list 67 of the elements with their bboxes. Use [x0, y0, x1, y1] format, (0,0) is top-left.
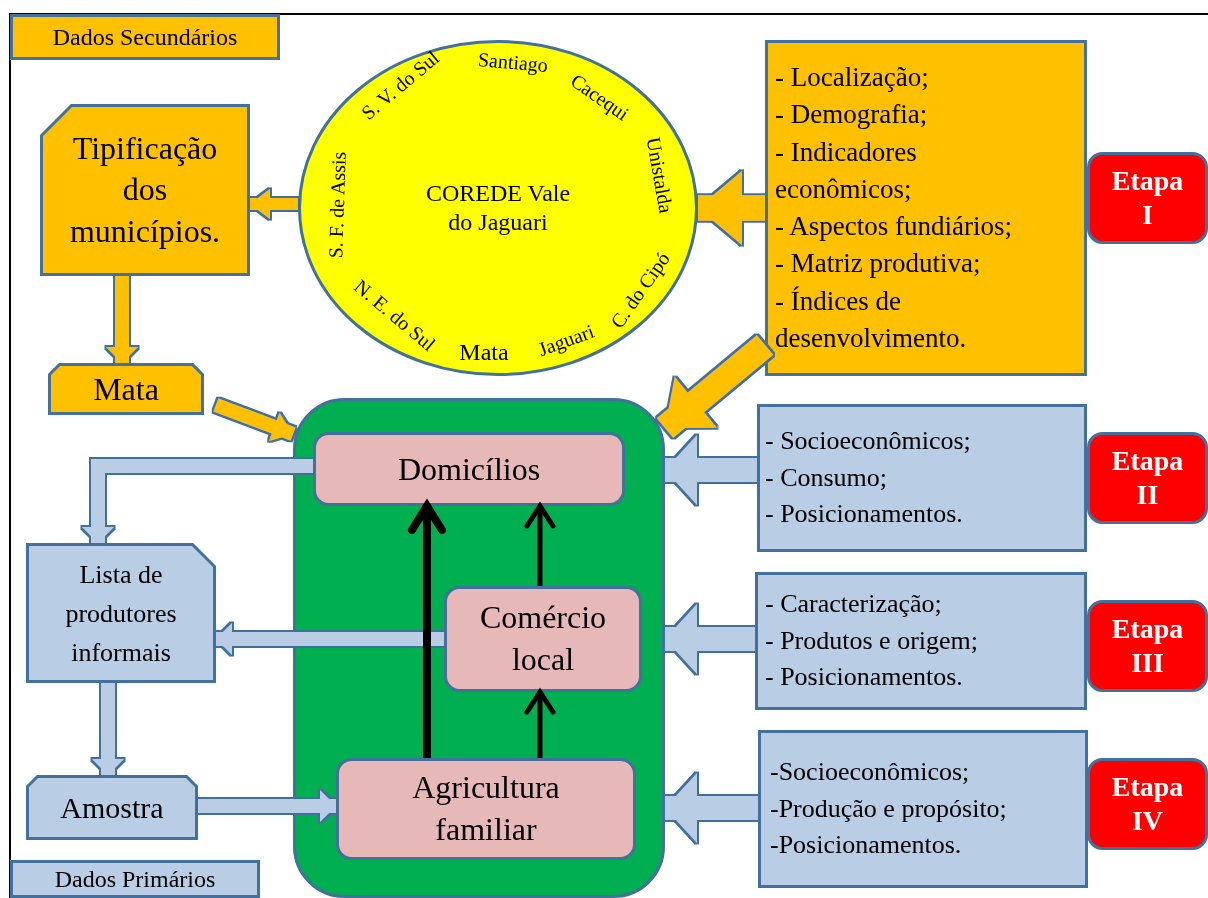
process-box: [336, 758, 636, 860]
section-label: [10, 14, 280, 60]
list-item: - Posicionamentos.: [765, 498, 964, 531]
town-label: S. F. de Assis: [325, 151, 349, 259]
town-label: S. V. do Sul: [357, 47, 443, 123]
node-text: Amostra: [60, 789, 164, 826]
stage-badge: [1087, 152, 1208, 244]
group-container: [293, 398, 665, 898]
node-text: Lista de produtores informais: [64, 558, 178, 669]
list-item: -Produção e propósito;: [770, 792, 1008, 825]
list-item: - Demografia;: [775, 98, 929, 132]
node-text: Domicílios: [397, 449, 541, 489]
list-item: - Produtos e origem;: [765, 624, 980, 657]
node-text: Tipificação dos municípios.: [68, 128, 222, 251]
stage-badge: [1087, 600, 1208, 692]
list-item: -Socioeconômicos;: [770, 756, 971, 789]
process-box: [444, 586, 642, 692]
list-item: - Posicionamentos.: [765, 661, 964, 694]
arrow: [524, 503, 556, 586]
process-box: [313, 432, 625, 506]
list-item: - Matriz produtiva;: [775, 247, 982, 281]
block-arrow: [665, 435, 757, 505]
list-item: - Consumo;: [765, 461, 889, 494]
node-text: Mata: [93, 369, 159, 409]
section-label: [10, 860, 260, 898]
list-item: - Aspectos fundiários;: [775, 210, 1013, 243]
list-box: [758, 730, 1088, 888]
document-box: [26, 543, 216, 683]
list-box: [765, 40, 1087, 376]
list-item: - Índices de desenvolvimento.: [775, 284, 968, 355]
node-text: Etapa I: [1110, 164, 1185, 232]
list-item: -Posicionamentos.: [770, 829, 963, 862]
node-text: Etapa III: [1110, 612, 1185, 680]
node-text: Comércio local: [478, 598, 608, 679]
list-box: [757, 404, 1087, 552]
block-arrow: [698, 171, 765, 245]
node-text: Dados Secundários: [52, 22, 238, 52]
list-item: - Socioeconômicos;: [765, 425, 972, 458]
node-text: COREDE Vale do Jaguari: [424, 179, 572, 237]
list-box: [755, 572, 1087, 710]
block-arrow: [216, 623, 444, 655]
block-arrow: [665, 604, 755, 674]
block-arrow: [198, 790, 336, 822]
stage-badge: [1087, 432, 1208, 524]
block-arrow: [92, 683, 124, 775]
block-arrow: [665, 773, 758, 843]
process-box: [48, 363, 204, 415]
region-ellipse: [298, 40, 698, 376]
list-item: - Indicadores econômicos;: [775, 135, 918, 206]
town-label: Unistalda: [643, 135, 677, 215]
node-text: Dados Primários: [54, 864, 216, 894]
town-label: Santiago: [477, 49, 549, 75]
block-arrow: [106, 276, 138, 363]
town-label: N. E. do Sul: [350, 275, 440, 355]
list-item: - Caracterização;: [765, 588, 943, 621]
node-text: Etapa II: [1110, 444, 1185, 512]
block-arrow: [250, 189, 298, 219]
list-item: - Localização;: [775, 61, 930, 94]
process-box: [40, 104, 250, 276]
town-label: Mata: [459, 340, 509, 364]
process-box: [26, 775, 198, 840]
block-arrow: [82, 459, 313, 543]
stage-badge: [1087, 758, 1208, 850]
node-text: Agricultura familiar: [411, 768, 561, 849]
town-label: Jaguari: [535, 320, 597, 360]
arrow: [524, 689, 556, 758]
node-text: Etapa IV: [1110, 770, 1185, 838]
